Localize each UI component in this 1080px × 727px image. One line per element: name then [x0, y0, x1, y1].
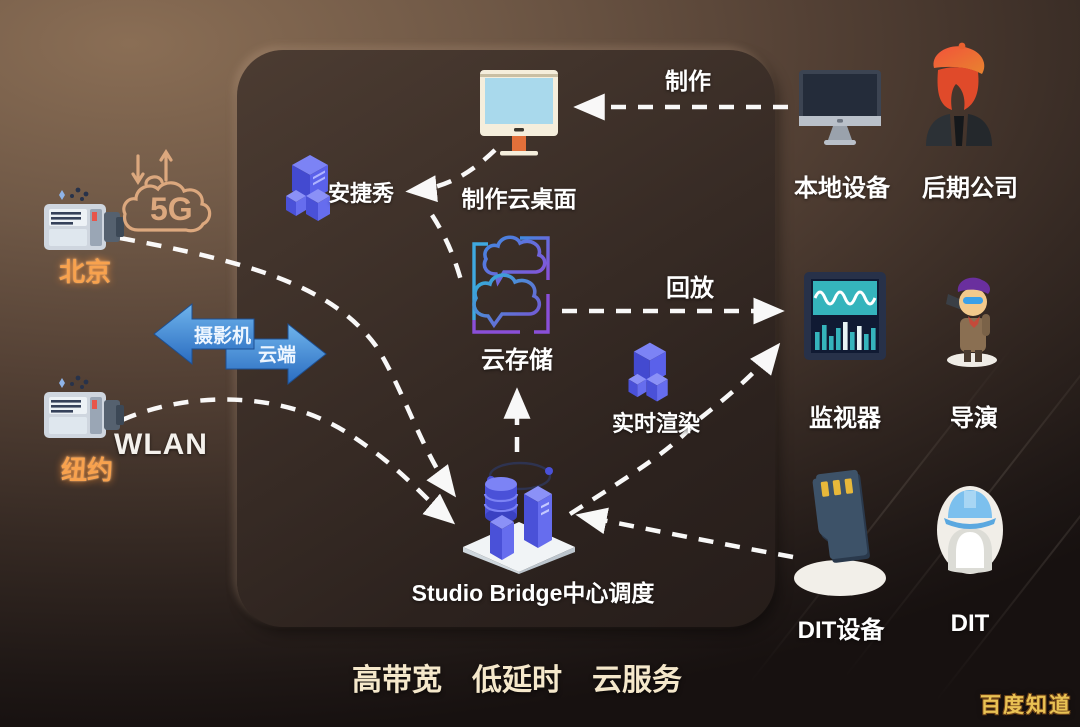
camera-arrow-left [153, 302, 255, 366]
wlan-label: WLAN [114, 428, 208, 461]
anjiexiu-server-icon [278, 152, 340, 226]
database-cylinder [483, 477, 519, 523]
lower-cloud-outline [472, 273, 542, 329]
cloud-arrow-label: 云端 [258, 343, 296, 366]
connector-ditdevice-to-bridge [575, 507, 794, 560]
realtime-render-label: 实时渲染 [611, 411, 700, 436]
playback-edge-label: 回放 [666, 275, 714, 302]
watermark: 百度知道 [980, 694, 1072, 717]
sunglasses-glyph [963, 297, 983, 304]
dit-device-label: DIT设备 [797, 617, 885, 644]
cloud-desktop-icon [478, 68, 560, 160]
beijing-label: 北京 [58, 257, 111, 287]
5g-text: 5G [150, 191, 193, 227]
purple-beret-glyph [957, 277, 990, 294]
local-device-icon [796, 68, 884, 150]
post-company-icon [922, 42, 996, 150]
tagline-latency: 低延时 [472, 664, 562, 697]
post-company-label: 后期公司 [922, 175, 1018, 202]
film-camera-glyph [44, 187, 124, 250]
server-stack-glyph [628, 342, 668, 402]
monitor-device-label: 监视器 [809, 405, 881, 432]
monitor-device-icon [802, 270, 888, 364]
cloud-storage-label: 云存储 [481, 347, 553, 374]
dit-device-icon [790, 469, 890, 600]
connector-desktop-to-storage [430, 213, 465, 285]
beijing-camera-icon [42, 184, 124, 256]
5g-cloud-icon: 5G [120, 142, 220, 242]
server-stack-glyph [286, 155, 330, 221]
tagline-cloud: 云服务 [592, 664, 682, 697]
scarf-glyph [968, 316, 980, 328]
camera-cloud-double-arrow: 摄影机 云端 [152, 298, 328, 390]
bars-glyph [815, 322, 876, 350]
film-camera-glyph [44, 375, 124, 438]
upper-cloud-outline [482, 235, 547, 287]
server-tower [490, 515, 514, 560]
dit-person-label: DIT [950, 610, 990, 637]
server-tower [524, 486, 552, 548]
anjiexiu-label: 安捷秀 [327, 181, 394, 206]
beret-glyph [933, 42, 985, 74]
beard-glyph [937, 67, 979, 110]
hard-hat-glyph [944, 490, 996, 529]
director-icon [938, 268, 1004, 368]
shoulders-glyph [926, 114, 992, 146]
dit-person-icon [934, 478, 1006, 586]
waveform-glyph [813, 290, 877, 306]
connector-beijing-to-bridge [119, 235, 457, 498]
local-device-label: 本地设备 [794, 175, 890, 202]
studio-bridge-label: Studio Bridge中心调度 [411, 580, 655, 606]
connector-bridge-render-monitor [568, 342, 781, 516]
cloud-desktop-label: 制作云桌面 [461, 186, 577, 212]
connector-newyork-to-bridge [121, 397, 456, 525]
director-label: 导演 [950, 405, 998, 432]
newyork-label: 纽约 [60, 455, 113, 485]
production-edge-label: 制作 [665, 68, 711, 94]
orbit-ring [488, 461, 552, 491]
sd-card-glyph [812, 469, 870, 563]
studio-bridge-icon [458, 446, 580, 574]
newyork-camera-icon [42, 372, 124, 444]
megaphone-glyph [946, 294, 962, 310]
cloud-storage-icon [462, 228, 562, 340]
tagline-bandwidth: 高带宽 [352, 664, 442, 697]
camera-arrow-label: 摄影机 [194, 324, 251, 347]
connector-desktop-to-anjiexiu [405, 148, 497, 203]
tagline: 高带宽 低延时 云服务 [352, 655, 682, 699]
realtime-render-server-icon [620, 340, 678, 406]
